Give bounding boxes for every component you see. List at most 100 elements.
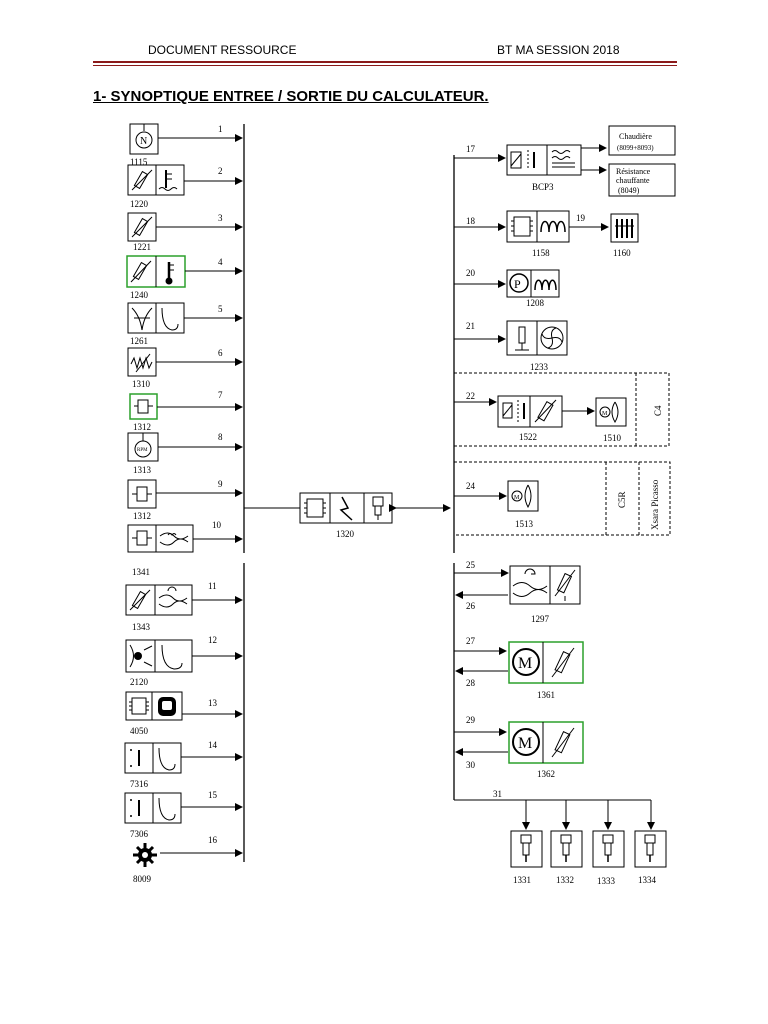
relay-icon bbox=[502, 400, 525, 423]
component-code: 1160 bbox=[613, 248, 631, 258]
line-number: 15 bbox=[208, 790, 218, 800]
glow-plug-1334: 1334 bbox=[634, 830, 667, 885]
input-row-11: 11 1343 bbox=[125, 581, 243, 632]
component-code: 1361 bbox=[537, 690, 555, 700]
component-code: 1333 bbox=[597, 876, 616, 886]
line-number: 20 bbox=[466, 268, 476, 278]
coil-icon bbox=[540, 220, 566, 233]
svg-text:M: M bbox=[518, 735, 532, 752]
switch-icon bbox=[130, 749, 140, 767]
line-number: 24 bbox=[466, 481, 476, 491]
switch-icon bbox=[130, 799, 140, 817]
rpm-sensor-icon: RPM bbox=[134, 433, 152, 458]
line-number: 25 bbox=[466, 560, 476, 570]
component-code: 7306 bbox=[130, 829, 149, 839]
input-row-15: 15 7306 bbox=[124, 790, 243, 839]
line-number: 7 bbox=[218, 390, 223, 400]
lightning-icon bbox=[339, 496, 353, 521]
variable-resistor-icon bbox=[130, 260, 152, 283]
header-left: DOCUMENT RESSOURCE bbox=[148, 43, 297, 57]
output-row-27: 27 28 M 1361 bbox=[454, 636, 584, 700]
xsara-label: Xsara Picasso bbox=[650, 479, 660, 530]
component-code: BCP3 bbox=[532, 182, 554, 192]
line-number: 9 bbox=[218, 479, 223, 489]
component-code: 1312 bbox=[133, 422, 151, 432]
header-right: BT MA SESSION 2018 bbox=[497, 43, 620, 57]
pressure-sensor-icon bbox=[134, 399, 153, 414]
component-code: 1320 bbox=[336, 529, 355, 539]
chip-icon bbox=[129, 697, 149, 715]
output-row-18: 18 19 1158 1160 bbox=[454, 210, 639, 258]
component-code: 1261 bbox=[130, 336, 148, 346]
c5r-label: C5R bbox=[617, 491, 627, 508]
component-code: 1522 bbox=[519, 432, 537, 442]
input-row-3: 3 1221 bbox=[127, 212, 243, 252]
component-code: 4050 bbox=[130, 726, 149, 736]
resistance-box: Résistance chauffante (8049) bbox=[608, 163, 676, 197]
component-code: 1220 bbox=[130, 199, 149, 209]
output-row-29: 29 30 M 1362 bbox=[454, 715, 584, 779]
line-number: 30 bbox=[466, 760, 476, 770]
glow-plug-1331: 1331 bbox=[510, 830, 543, 885]
variable-resistor-icon bbox=[534, 399, 557, 423]
input-row-2: 2 1220 bbox=[127, 164, 243, 209]
component-code: 1158 bbox=[532, 248, 550, 258]
c5r-group: C5R Xsara Picasso 24 M 1513 bbox=[453, 461, 671, 536]
input-row-14: 14 7316 bbox=[124, 740, 243, 789]
variable-resistor-icon bbox=[554, 569, 576, 601]
output-row-25: 25 26 1297 bbox=[454, 560, 581, 624]
line-number: 27 bbox=[466, 636, 476, 646]
line-number: 14 bbox=[208, 740, 218, 750]
injector-icon bbox=[372, 496, 384, 520]
line-number: 28 bbox=[466, 678, 476, 688]
input-row-1: N 1 1115 bbox=[129, 123, 243, 167]
line-number: 13 bbox=[208, 698, 218, 708]
air-flow-meter-icon bbox=[130, 353, 153, 373]
component-code: 1240 bbox=[130, 290, 149, 300]
antenna-icon bbox=[158, 697, 176, 716]
brake-icon bbox=[129, 644, 153, 668]
component-code: 1332 bbox=[556, 875, 574, 885]
variable-resistor-icon bbox=[515, 326, 529, 351]
line-number: 18 bbox=[466, 216, 476, 226]
component-code: 1513 bbox=[515, 519, 534, 529]
input-row-9: 9 1312 bbox=[127, 479, 243, 521]
input-row-13: 13 4050 bbox=[125, 691, 243, 736]
component-code: 7316 bbox=[130, 779, 149, 789]
svg-text:N: N bbox=[140, 136, 147, 147]
fan-icon bbox=[540, 326, 564, 350]
heater-icon bbox=[551, 150, 575, 168]
line-number: 2 bbox=[218, 166, 223, 176]
component-code: 8009 bbox=[133, 874, 152, 884]
line-number: 31 bbox=[493, 789, 502, 799]
curve-icon bbox=[158, 797, 176, 821]
header-rule bbox=[93, 61, 677, 63]
svg-text:M: M bbox=[518, 655, 532, 672]
glow-plug-set-icon bbox=[615, 219, 634, 238]
chaudiere-label: Chaudière bbox=[619, 132, 652, 141]
chaudiere-codes: (8099+8093) bbox=[617, 144, 654, 152]
line-number: 22 bbox=[466, 391, 475, 401]
component-code: 1221 bbox=[133, 242, 151, 252]
svg-text:M: M bbox=[514, 495, 520, 501]
variable-resistor-icon bbox=[131, 216, 153, 238]
input-row-10: 10 bbox=[127, 520, 243, 553]
pressure-sensor-icon bbox=[132, 530, 152, 546]
header-rule-thin bbox=[93, 65, 677, 66]
input-row-5: 5 1261 bbox=[127, 302, 243, 346]
motor-icon: M bbox=[512, 728, 540, 756]
motor-icon: M bbox=[512, 648, 540, 676]
line-number: 21 bbox=[466, 321, 475, 331]
curve-icon bbox=[158, 747, 176, 771]
input-row-7: 7 1312 bbox=[129, 390, 243, 432]
variable-resistor-icon bbox=[551, 727, 575, 758]
output-row-20: 20 P 1208 bbox=[454, 268, 560, 308]
chip-icon bbox=[511, 216, 533, 237]
curve-icon bbox=[161, 644, 183, 670]
input-row-6: 6 1310 bbox=[127, 347, 243, 389]
input-row-4: 4 1240 bbox=[126, 255, 243, 300]
component-code: 2120 bbox=[130, 677, 149, 687]
svg-text:M: M bbox=[602, 411, 608, 417]
svg-text:P: P bbox=[514, 277, 521, 291]
thermometer-icon bbox=[165, 262, 174, 285]
